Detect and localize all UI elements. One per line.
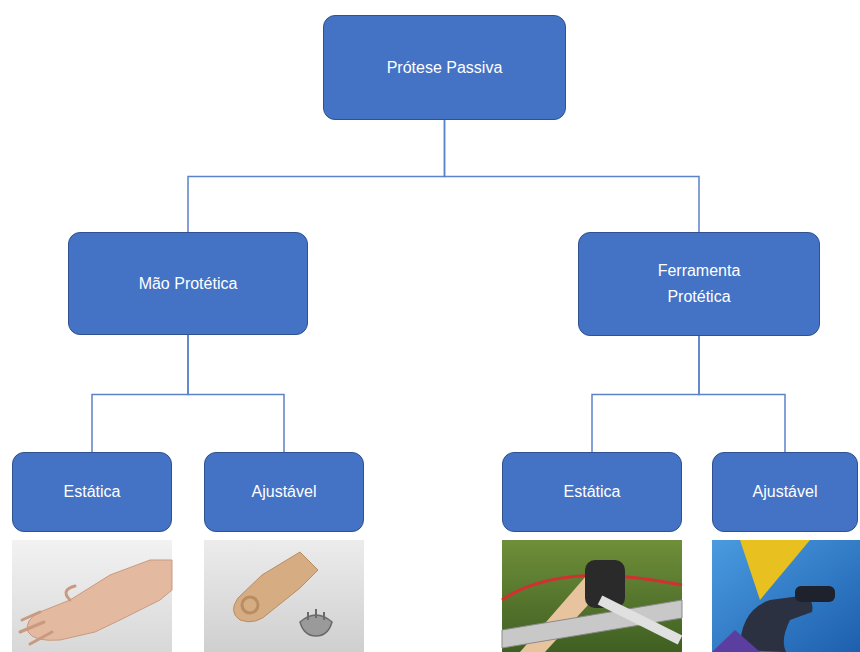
node-label: Mão Protética xyxy=(139,271,238,297)
adjustable-tool-photo xyxy=(712,540,860,652)
node-label: Estática xyxy=(564,479,621,505)
static-hand-photo xyxy=(12,540,172,652)
tree-connector xyxy=(188,120,445,232)
static-tool-photo xyxy=(502,540,682,652)
category-box: Ferramenta Protética xyxy=(578,232,820,336)
category-box: Mão Protética xyxy=(68,232,308,335)
node-label: Ajustável xyxy=(252,479,317,505)
tree-connector xyxy=(445,120,700,232)
tree-connector xyxy=(188,335,284,452)
tree-connector xyxy=(699,336,785,452)
type-box: Estática xyxy=(12,452,172,532)
type-box: Estática xyxy=(502,452,682,532)
adjustable-hand-photo xyxy=(204,540,364,652)
type-box: Ajustável xyxy=(204,452,364,532)
tree-connector xyxy=(92,335,188,452)
node-label: Ajustável xyxy=(753,479,818,505)
node-label: Prótese Passiva xyxy=(387,55,503,81)
type-box: Ajustável xyxy=(712,452,858,532)
root-box: Prótese Passiva xyxy=(323,15,566,120)
node-label: Ferramenta Protética xyxy=(634,258,764,309)
node-label: Estática xyxy=(64,479,121,505)
tree-connector xyxy=(592,336,699,452)
